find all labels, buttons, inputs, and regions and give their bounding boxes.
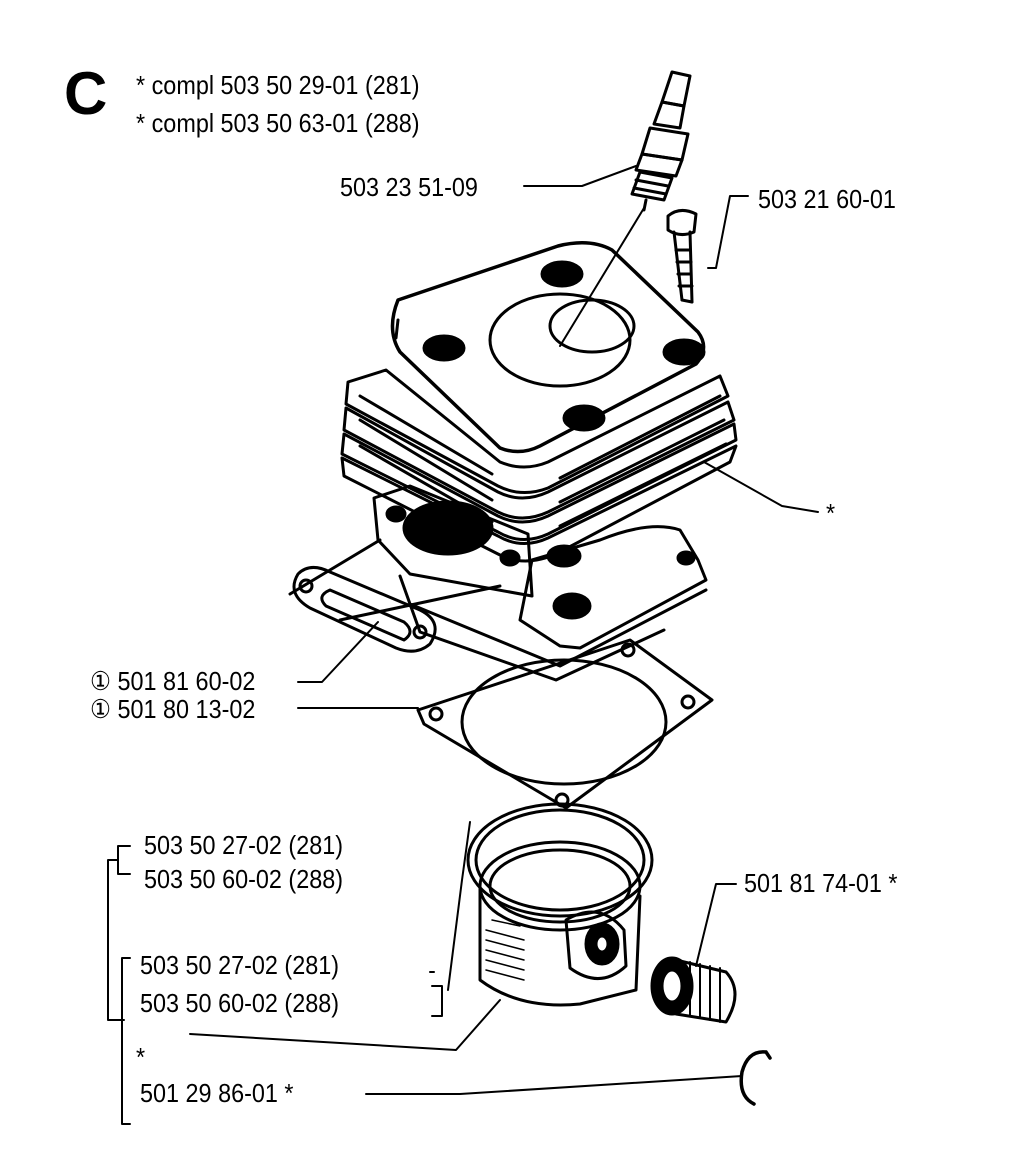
header-line-288: * compl 503 50 63-01 (288) (136, 108, 420, 138)
label-ring-288: 503 50 60-02 (288) (144, 864, 344, 894)
header-line-281: * compl 503 50 29-01 (281) (136, 70, 420, 100)
label-spark-plug: 503 23 51-09 (340, 172, 478, 202)
spark-plug-drawing (630, 70, 692, 212)
cylinder-gasket-drawing (416, 638, 714, 810)
leader-lines (107, 165, 819, 1125)
label-cylinder-gasket: ① 501 80 13-02 (90, 694, 256, 724)
cylinder-drawing (340, 241, 738, 682)
label-needle-bearing: 501 81 74-01 * (744, 868, 898, 898)
label-ring-281: 503 50 27-02 (281) (144, 830, 344, 860)
circlip-drawing (739, 1050, 772, 1106)
label-screw: 503 21 60-01 (758, 184, 896, 214)
piston-drawing (478, 840, 642, 1007)
label-cylinder: * (826, 498, 836, 528)
needle-bearing-drawing (650, 956, 737, 1024)
label-piston-281: 503 50 27-02 (281) (140, 950, 340, 980)
section-letter: C (64, 60, 108, 127)
label-circlip: 501 29 86-01 * (140, 1078, 294, 1108)
piston-ring-drawing (466, 802, 654, 918)
label-exhaust-gasket: ① 501 81 60-02 (90, 666, 256, 696)
exhaust-gasket-drawing (288, 538, 502, 653)
label-piston-288: 503 50 60-02 (288) (140, 988, 340, 1018)
screw-drawing (666, 209, 698, 304)
label-piston-star: * (136, 1042, 146, 1072)
